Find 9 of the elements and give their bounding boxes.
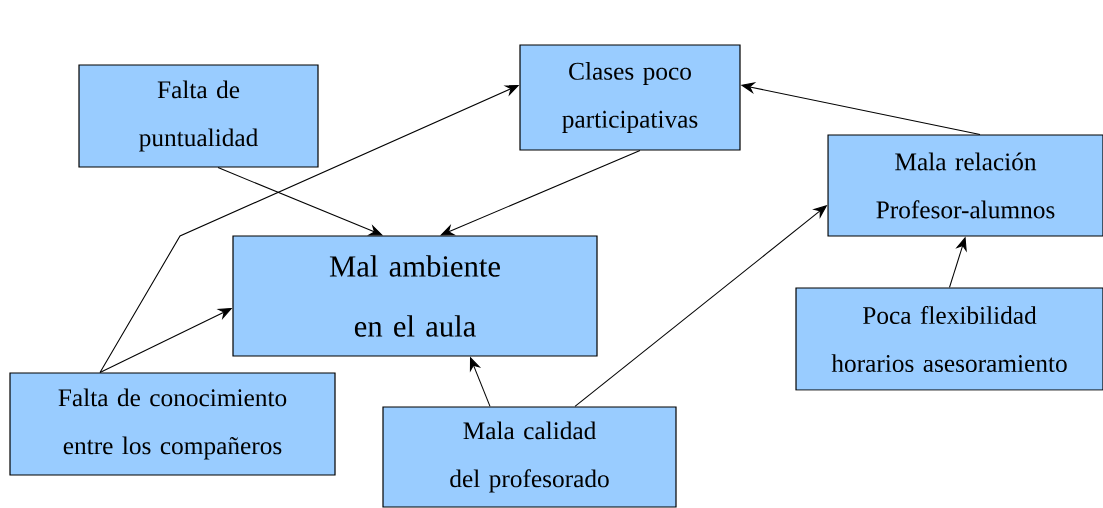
cause-box: Mala calidad del profesorado bbox=[382, 406, 677, 508]
arrow bbox=[217, 167, 383, 236]
cause-box: Mal ambiente en el aula bbox=[232, 235, 598, 357]
cause-box: Falta de puntualidad bbox=[78, 64, 319, 168]
cause-box: Mala relación Profesor-alumnos bbox=[827, 134, 1103, 237]
cause-box: Poca flexibilidad horarios asesoramiento bbox=[795, 287, 1103, 391]
cause-box: Falta de conocimiento entre los compañeros bbox=[9, 372, 336, 476]
arrow bbox=[440, 150, 641, 236]
cause-box: Clases poco participativas bbox=[519, 44, 741, 151]
